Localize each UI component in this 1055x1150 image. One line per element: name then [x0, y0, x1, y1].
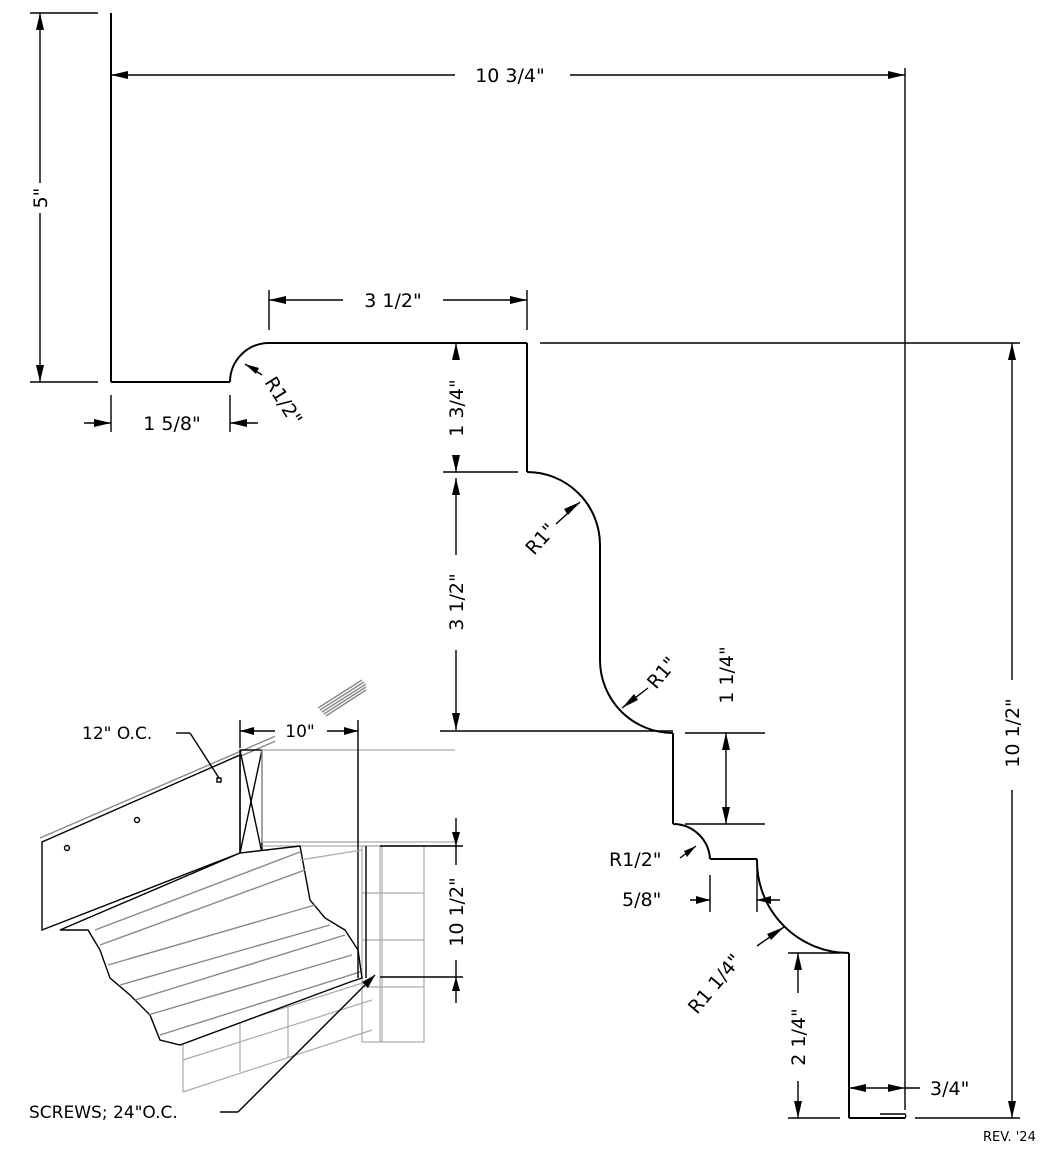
dimension-label: 3 1/2": [446, 573, 468, 630]
dimension-label: 3 1/2": [364, 290, 421, 312]
dimension-5-8: 5/8": [622, 868, 780, 912]
dimension-label: R1": [521, 519, 560, 559]
dimension-label: 3/4": [930, 1078, 969, 1100]
dimension-3-1-2-vertical: 3 1/2": [445, 478, 468, 730]
dimension-label: 5": [30, 188, 52, 209]
roof-hatch: [317, 679, 367, 717]
dimension-1-3-4: 1 3/4": [443, 343, 518, 473]
radius-half-top: R1/2": [244, 363, 306, 429]
dimension-label: 2 1/4": [788, 1008, 810, 1065]
dimension-label: R1 1/4": [684, 950, 746, 1018]
callout-screws: SCREWS; 24"O.C.: [29, 974, 376, 1123]
dimension-1-1-4: 1 1/4": [685, 646, 765, 825]
dimension-1-5-8: 1 5/8": [84, 395, 258, 435]
callout-12in-oc: 12" O.C.: [82, 724, 220, 779]
radius-1-1-4: R1 1/4": [684, 926, 785, 1018]
radius-1-lower: R1": [621, 653, 682, 709]
molding-body: [59, 845, 367, 1046]
radius-half-lower: R1/2": [609, 845, 697, 871]
dimension-3-4: 3/4": [849, 1078, 969, 1100]
detail-dimension-10in: 10": [239, 720, 359, 846]
callout-label: 12" O.C.: [82, 724, 152, 744]
dimension-label: 10 3/4": [475, 65, 545, 87]
dimension-label: 5/8": [622, 889, 661, 911]
dimension-label: R1/2": [260, 373, 306, 429]
dimension-5in: 5": [30, 12, 98, 383]
dimension-label: 10 1/2": [446, 877, 468, 947]
detail-dimension-10-1-2: 10 1/2": [380, 818, 468, 1003]
dimension-label: R1/2": [609, 849, 662, 871]
dimension-label: 1 1/4": [716, 646, 738, 703]
dimension-10-3-4: 10 3/4": [111, 62, 906, 1110]
dimension-2-1-4: 2 1/4": [787, 952, 840, 1119]
radius-1-upper: R1": [521, 501, 581, 559]
profile-outline: [110, 13, 907, 1119]
dimension-10-1-2-right: 10 1/2": [915, 343, 1024, 1119]
dimension-label: 10": [285, 722, 314, 742]
dimension-label: R1": [643, 653, 682, 693]
revision-label: REV. '24: [983, 1130, 1036, 1145]
dimension-label: 1 5/8": [143, 413, 200, 435]
dimension-label: 10 1/2": [1002, 698, 1024, 768]
installation-detail: [39, 679, 455, 1093]
dimension-3-1-2-top: 3 1/2": [268, 288, 528, 330]
callout-label: SCREWS; 24"O.C.: [29, 1103, 178, 1123]
dimension-label: 1 3/4": [446, 379, 468, 436]
